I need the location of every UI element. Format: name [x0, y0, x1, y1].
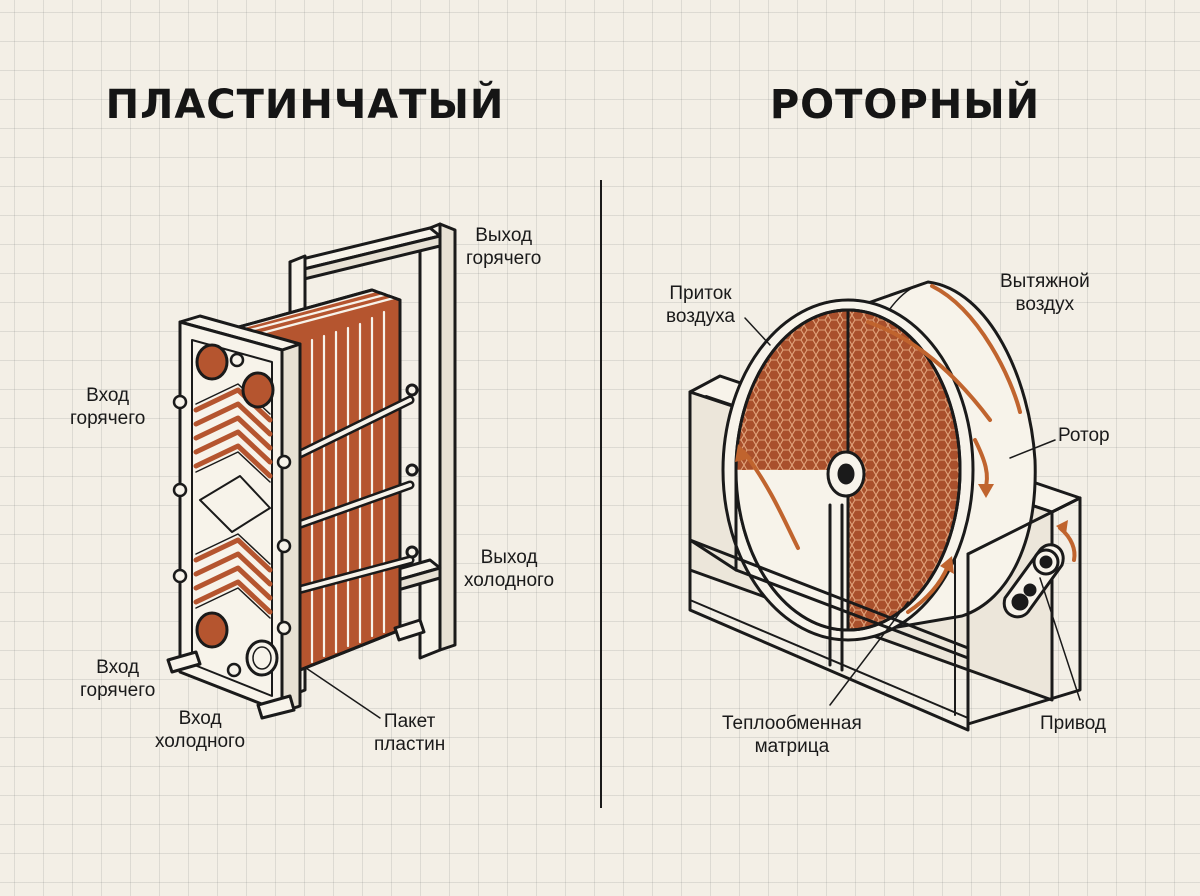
rotor — [723, 282, 1035, 640]
label-rotor: Ротор — [1058, 424, 1110, 447]
label-drive: Привод — [1040, 712, 1106, 735]
